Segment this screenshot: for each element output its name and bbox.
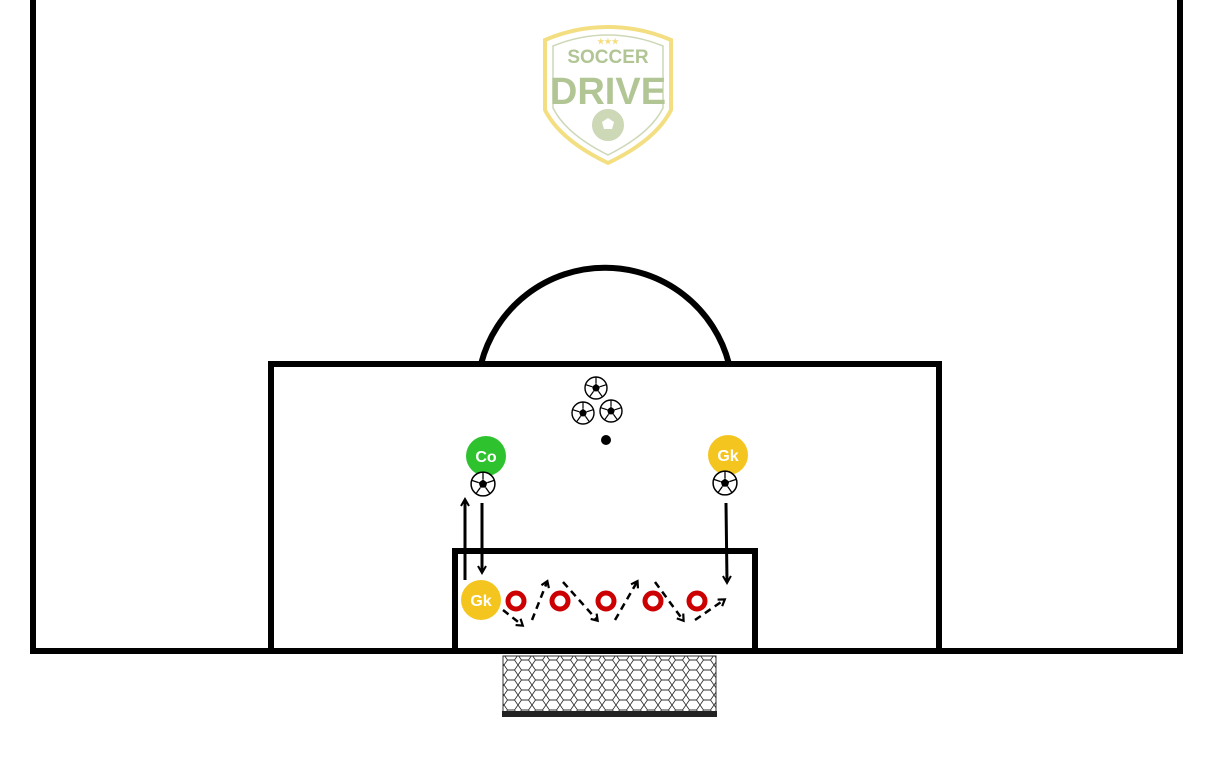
player-label-gk-server: Gk — [717, 448, 738, 465]
route-segment — [530, 579, 550, 621]
soccer-ball-icon — [470, 471, 496, 497]
penalty-arc — [478, 264, 732, 365]
penalty-spot — [601, 435, 611, 445]
pitch-lines — [30, 0, 1183, 654]
pass-arrows — [465, 500, 727, 582]
cone — [642, 590, 664, 612]
soccer-drive-logo: ★★★ SOCCER DRIVE — [543, 24, 673, 166]
logo-line2: DRIVE — [550, 71, 666, 113]
cone — [549, 590, 571, 612]
player-label-gk-working: Gk — [470, 593, 491, 610]
cone — [595, 590, 617, 612]
goal-net — [502, 655, 717, 717]
route-segment — [694, 598, 727, 622]
footwork-route — [502, 579, 727, 627]
logo-line1: SOCCER — [567, 47, 649, 68]
pass-arrow-gk-server — [726, 502, 727, 582]
player-goalkeeper-working: Gk — [461, 580, 501, 620]
route-segment — [502, 609, 525, 627]
logo-ball-pentagon-icon — [602, 118, 614, 129]
soccer-ball-icon — [599, 399, 623, 423]
route-segment — [562, 581, 599, 623]
cone — [505, 590, 527, 612]
goal-net-base — [502, 711, 717, 717]
cone — [686, 590, 708, 612]
cones — [505, 590, 708, 612]
route-segment — [613, 579, 640, 621]
goal-area — [452, 548, 758, 651]
soccer-ball-icon — [571, 401, 595, 425]
player-label-coach: Co — [475, 449, 497, 466]
player-goalkeeper-server: Gk — [708, 435, 748, 475]
soccer-ball-icon — [712, 470, 738, 496]
penalty-area — [268, 361, 942, 651]
route-segment — [653, 581, 685, 623]
player-coach: Co — [466, 436, 506, 476]
ball-pile — [571, 376, 623, 425]
soccer-ball-icon — [584, 376, 608, 400]
logo-stars: ★★★ — [597, 37, 619, 46]
